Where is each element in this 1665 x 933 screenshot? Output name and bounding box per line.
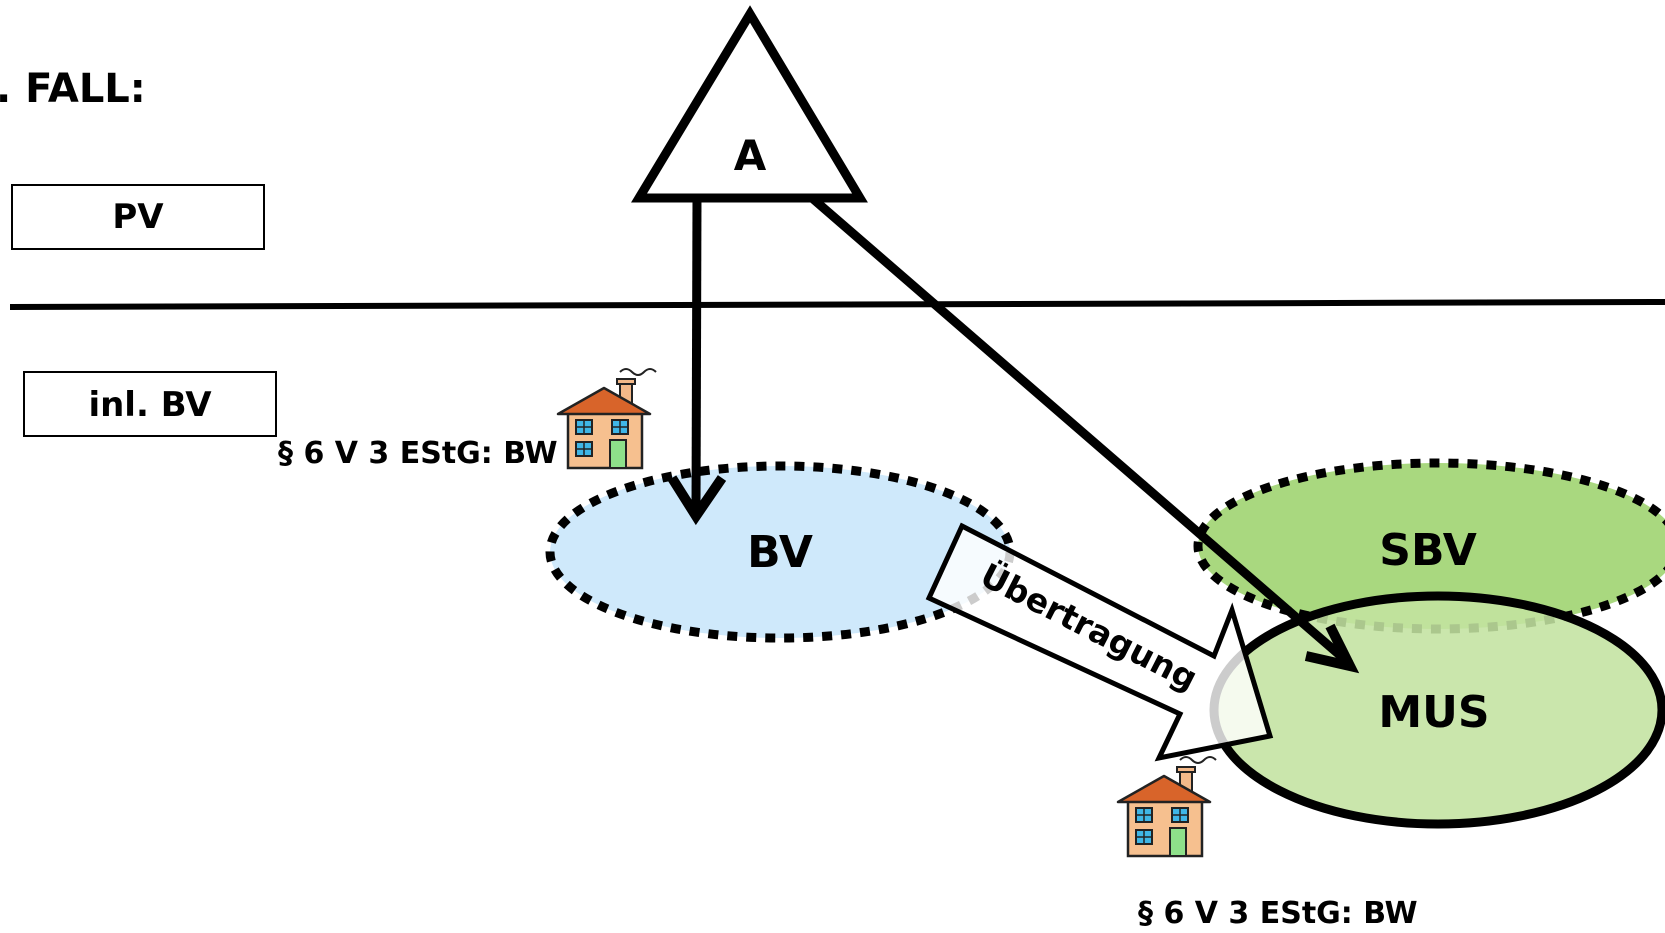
divider-line (9, 299, 1665, 310)
person-label: A (734, 131, 767, 180)
pv-box: PV (11, 184, 265, 250)
note-top: § 6 V 3 EStG: BW (278, 436, 558, 471)
arrow-a-to-bv (667, 197, 727, 526)
arrow-a-to-mus (809, 194, 1360, 674)
note-bottom: § 6 V 3 EStG: BW (1138, 896, 1418, 931)
transfer-arrow (925, 522, 1274, 762)
inl-bv-box: inl. BV (23, 371, 277, 437)
pv-label: PV (112, 197, 164, 237)
page-title: . FALL: (0, 66, 146, 112)
bv-label: BV (747, 527, 813, 578)
house-icon (1116, 755, 1218, 858)
person-triangle: A (631, 5, 868, 203)
house-icon (556, 367, 658, 470)
sbv-label: SBV (1379, 525, 1477, 576)
inl-bv-label: inl. BV (88, 385, 212, 425)
mus-label: MUS (1378, 687, 1489, 738)
